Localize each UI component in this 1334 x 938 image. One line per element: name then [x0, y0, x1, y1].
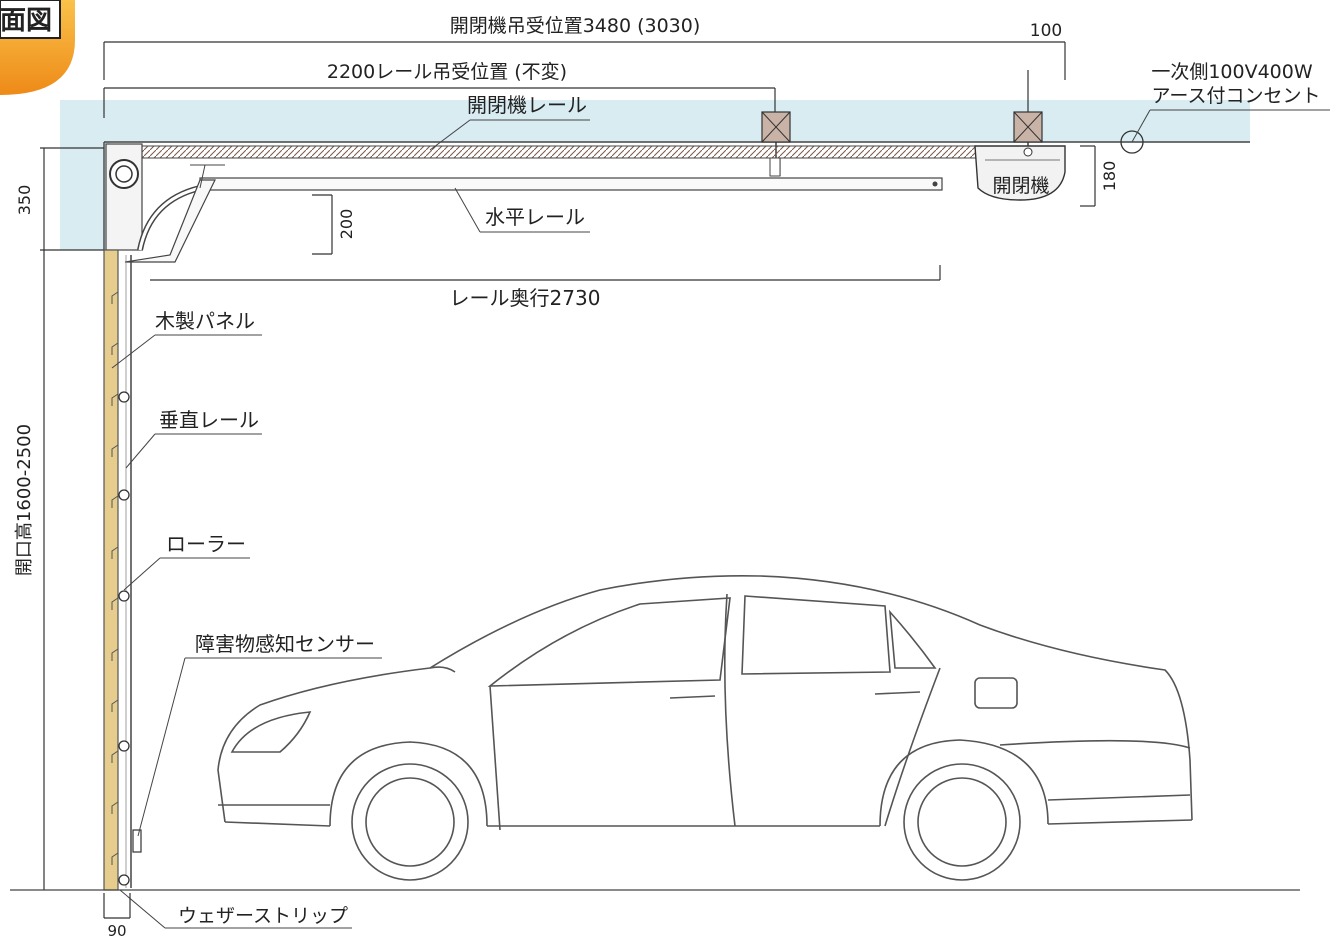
- roller-label: ローラー: [166, 532, 246, 556]
- dim-opener-hanging: 開閉機吊受位置3480 (3030) 100: [103, 15, 1066, 82]
- opener-rail: 開閉機レール: [129, 93, 981, 177]
- power-outlet: 一次側100V400W アース付コンセント: [1120, 61, 1330, 154]
- ceiling: [60, 100, 1250, 250]
- weather-strip-label: ウェザーストリップ: [178, 905, 348, 927]
- rail-drop-label: 200: [337, 209, 356, 240]
- rail-hanger: [761, 111, 791, 158]
- spring-drum: [105, 143, 225, 263]
- opener-label: 開閉機: [992, 175, 1049, 197]
- obstacle-sensor-callout: 障害物感知センサー: [137, 632, 382, 837]
- wood-panel-callout: 木製パネル: [111, 309, 262, 369]
- panel-thickness-label: 90: [107, 922, 126, 938]
- vertical-rail-callout: 垂直レール: [125, 408, 262, 469]
- dim-panel-thickness: 90: [103, 893, 131, 938]
- horizontal-rail-label: 水平レール: [485, 205, 585, 229]
- opener-offset-label: 100: [1030, 21, 1062, 41]
- wood-panel-label: 木製パネル: [155, 309, 255, 333]
- badge-text: 面図: [0, 6, 52, 36]
- rollers: [118, 391, 130, 886]
- opener-rail-label: 開閉機レール: [467, 93, 587, 117]
- opener-height-label: 180: [1100, 161, 1119, 192]
- panel-joints: [111, 291, 119, 865]
- opener-hanging-position-label: 開閉機吊受位置3480 (3030): [450, 15, 701, 37]
- vertical-rail-label: 垂直レール: [159, 408, 259, 432]
- obstacle-sensor-label: 障害物感知センサー: [195, 632, 375, 656]
- dim-rail-depth: レール奥行2730: [150, 265, 941, 310]
- dim-rail-hanging: 2200レール吊受位置 (不変): [103, 61, 1029, 118]
- roller-callout: ローラー: [123, 532, 250, 591]
- opener-hanger: [1013, 111, 1043, 152]
- car-illustration: [217, 574, 1193, 881]
- section-badge: 面図: [0, 0, 75, 95]
- header-height-label: 350: [15, 185, 34, 216]
- opening-height-label: 開口高1600-2500: [14, 424, 35, 576]
- power-outlet-label-line1: 一次側100V400W: [1151, 61, 1313, 83]
- obstacle-sensor-unit: [132, 829, 142, 853]
- opener-unit: 開閉機: [974, 145, 1066, 201]
- power-outlet-label-line2: アース付コンセント: [1152, 85, 1321, 107]
- dim-header-height: 350: [15, 147, 104, 250]
- dim-rail-drop: 200: [312, 194, 356, 255]
- wood-panel: [103, 249, 132, 891]
- dim-opener-height: 180: [1080, 145, 1119, 207]
- horizontal-rail: 水平レール: [199, 177, 943, 233]
- rail-hanging-position-label: 2200レール吊受位置 (不変): [327, 61, 567, 83]
- dim-opening-height: 開口高1600-2500: [14, 249, 104, 890]
- weather-strip-callout: ウェザーストリップ: [119, 889, 352, 929]
- rail-depth-label: レール奥行2730: [450, 286, 601, 310]
